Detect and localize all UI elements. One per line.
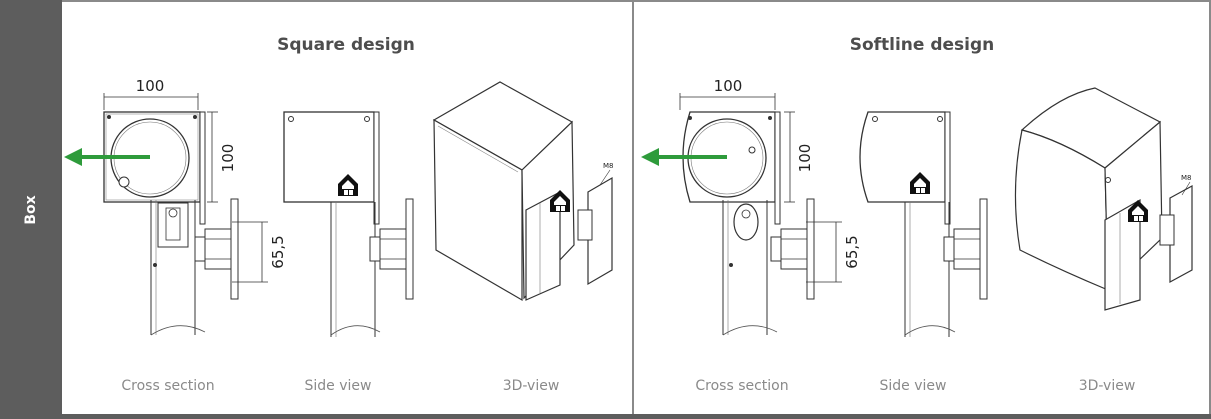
caption-3d-view-square: 3D-view — [502, 378, 560, 394]
dim-width-square: 100 — [136, 77, 165, 95]
caption-side-view-softline: Side view — [879, 378, 947, 394]
dim-width-softline: 100 — [714, 77, 743, 95]
caption-side-view-square: Side view — [304, 378, 372, 394]
panel-title-square: Square design — [277, 35, 415, 55]
bolt-label-softline: M8 — [1181, 174, 1192, 182]
softline-3d-view: M8 — [1014, 87, 1193, 311]
square-cross-section: 100 100 65,5 — [103, 77, 287, 336]
caption-cross-section-square: Cross section — [121, 378, 215, 394]
panel-title-softline: Softline design — [849, 35, 995, 55]
softline-cross-section: 100 100 65,5 — [679, 77, 861, 336]
sidebar: Box — [0, 0, 62, 419]
panel-divider — [632, 0, 634, 419]
dim-offset-square: 65,5 — [269, 235, 287, 268]
caption-3d-view-softline: 3D-view — [1078, 378, 1136, 394]
square-3d-view: M8 — [432, 81, 614, 302]
bottom-strip — [62, 414, 1211, 419]
square-side-view — [283, 111, 414, 338]
dim-height-square: 100 — [219, 144, 237, 173]
dim-offset-softline: 65,5 — [843, 235, 861, 268]
softline-side-view — [859, 111, 988, 338]
caption-cross-section-softline: Cross section — [695, 378, 789, 394]
dim-height-softline: 100 — [796, 144, 814, 173]
bolt-label-square: M8 — [603, 162, 614, 170]
